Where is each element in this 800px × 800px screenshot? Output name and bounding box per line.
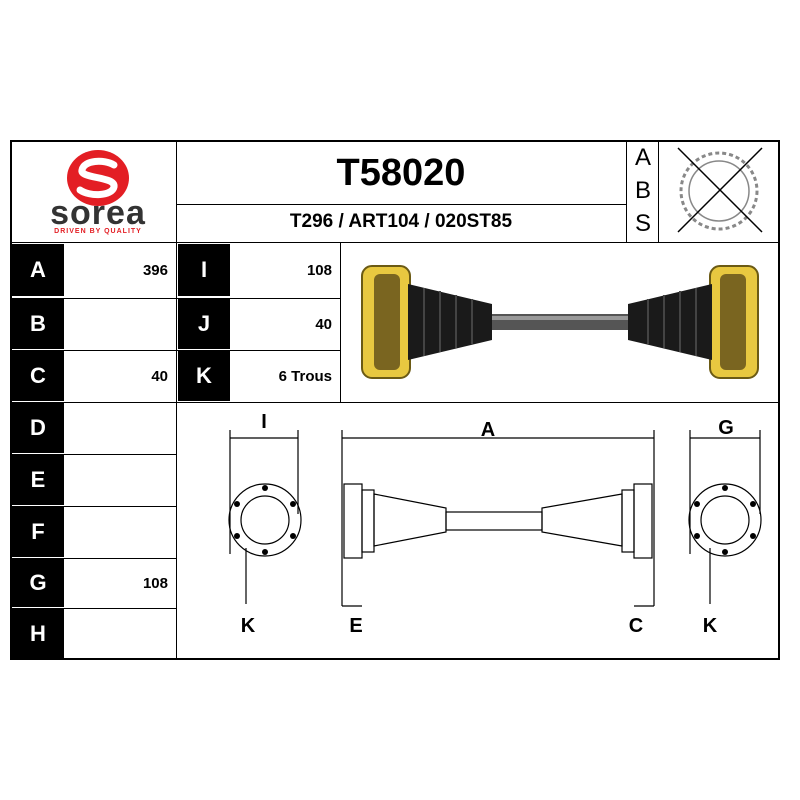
abs-letter: S <box>634 209 651 237</box>
dim-value-f <box>64 507 176 557</box>
divider <box>10 558 176 559</box>
dim-label-f: F <box>12 507 64 557</box>
divider <box>10 298 340 299</box>
dim-label-g: G <box>12 559 64 607</box>
divider <box>10 402 176 403</box>
dim-label-k: K <box>178 351 230 401</box>
dim-value-d <box>64 403 176 453</box>
dim-value-h <box>64 609 176 658</box>
divider <box>176 204 626 205</box>
diagram-label-g: G <box>718 417 734 439</box>
dim-value-c: 40 <box>151 367 168 385</box>
sorea-logo <box>67 150 129 206</box>
abs-letter: A <box>634 143 651 171</box>
divider <box>10 506 176 507</box>
dim-label-i: I <box>178 244 230 296</box>
part-number: T58020 <box>336 152 466 194</box>
dim-value-b <box>64 299 176 349</box>
dim-value-e <box>64 455 176 505</box>
diagram-label-c: C <box>629 615 643 637</box>
abs-letter: B <box>634 176 651 204</box>
logo-s-mark <box>76 157 118 198</box>
divider <box>10 242 780 243</box>
dim-value-a: 396 <box>142 261 168 279</box>
dim-value-i: 108 <box>306 261 332 279</box>
dim-value-g: 108 <box>142 574 168 592</box>
divider <box>340 242 341 402</box>
spec-sheet <box>10 140 780 660</box>
technical-drawing: I A G K E C K <box>228 411 762 637</box>
dim-value-k: 6 Trous <box>278 367 332 385</box>
reference-numbers: T296 / ART104 / 020ST85 <box>289 211 513 232</box>
dim-label-a: A <box>12 244 64 296</box>
divider <box>10 608 176 609</box>
dim-label-b: B <box>12 299 64 349</box>
abs-ring-crossed-icon <box>677 147 763 233</box>
diagram-label-e: E <box>349 615 362 637</box>
divider <box>10 350 340 351</box>
diagram-label-i: I <box>261 411 267 433</box>
divider <box>10 454 176 455</box>
dim-label-e: E <box>12 455 64 505</box>
driveshaft-photo <box>361 265 759 379</box>
divider <box>658 140 659 242</box>
diagram-label-k-left: K <box>241 615 256 637</box>
diagram-label-k-right: K <box>703 615 718 637</box>
divider <box>176 402 780 403</box>
dim-label-j: J <box>178 299 230 349</box>
dim-label-c: C <box>12 351 64 401</box>
brand-tagline: DRIVEN BY QUALITY <box>54 228 142 235</box>
dim-label-d: D <box>12 403 64 453</box>
brand-name: sorea <box>50 194 146 232</box>
divider <box>176 140 177 660</box>
divider <box>626 140 627 242</box>
diagram-label-a: A <box>481 419 495 441</box>
dim-label-h: H <box>12 609 64 658</box>
dim-value-j: 40 <box>315 315 332 333</box>
